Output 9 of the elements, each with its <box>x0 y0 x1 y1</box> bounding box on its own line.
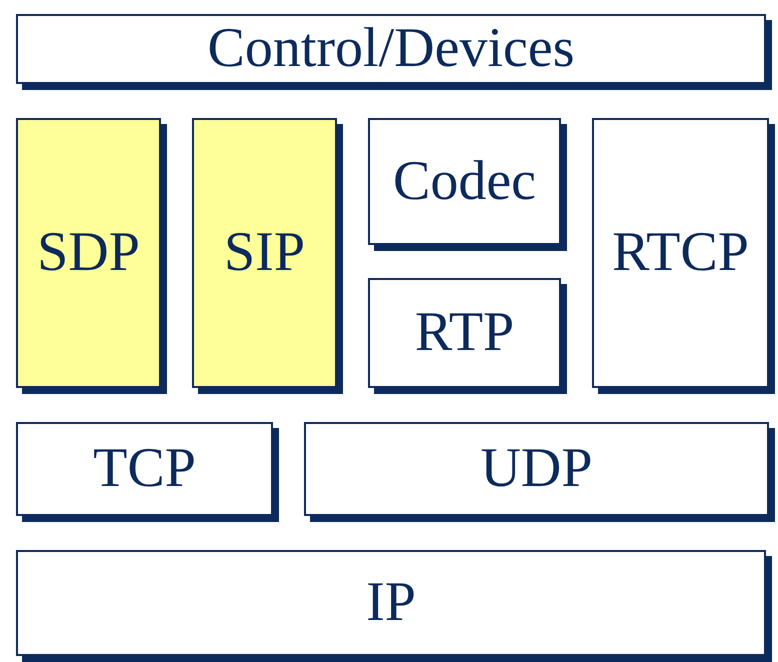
layer-label: UDP <box>480 438 593 500</box>
layer-label: SIP <box>224 222 305 284</box>
layer-label: SDP <box>37 222 140 284</box>
layer-label: Codec <box>392 150 536 212</box>
layer-label: IP <box>366 572 416 634</box>
layer-label: RTCP <box>612 222 749 284</box>
layer-label: RTP <box>414 302 514 364</box>
layer-label: Control/Devices <box>207 18 575 80</box>
layer-label: TCP <box>93 438 196 500</box>
